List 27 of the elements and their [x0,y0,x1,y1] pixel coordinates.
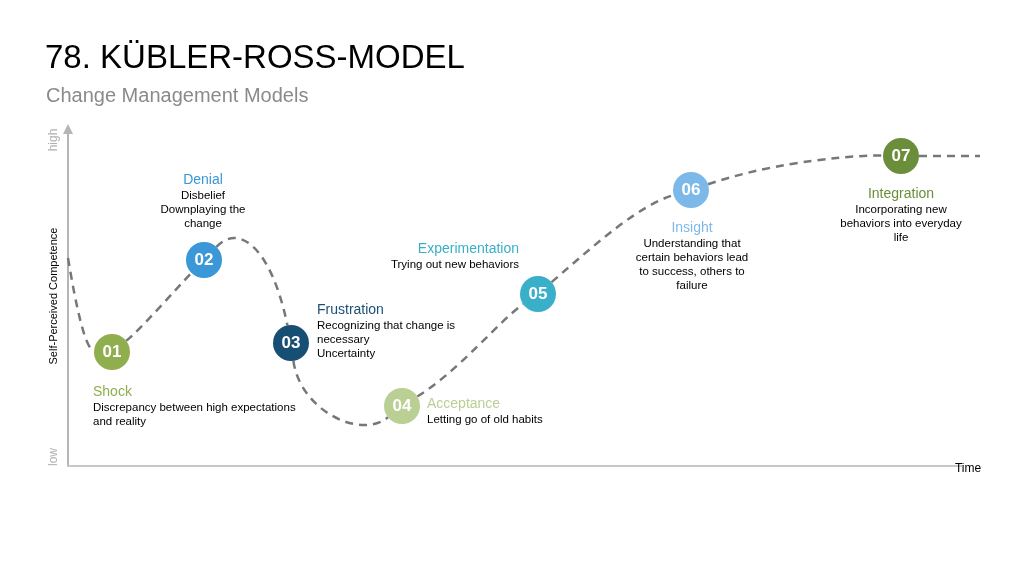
stage-title: Integration [866,185,936,202]
stage-description: Disbelief [179,188,227,202]
dashed-curve [215,236,289,326]
stage-title: Shock [93,383,133,400]
stage-description: Downplaying the change [159,202,247,230]
stage-title: Insight [670,219,714,236]
dashed-curve [125,272,193,342]
stage-description: Recognizing that change is necessary [317,318,457,346]
axis-label: low [45,447,61,468]
stage-title: Denial [182,171,224,188]
dashed-curve [292,360,389,427]
stage-description: Trying out new behaviors [389,257,519,271]
stage-title: Experimentation [416,240,519,257]
stage-description: Uncertainty [317,346,377,360]
axis-title: Time [953,461,983,475]
stage-description: Incorporating new behaviors into everyday life [839,202,963,244]
title: 78. KÜBLER-ROSS-MODEL [45,37,465,77]
axis-label: high [45,127,61,154]
dashed-curve [707,154,883,186]
subtitle: Change Management Models [46,83,309,108]
stage-description: Understanding that certain behaviors lead to success, others to failure [634,236,750,292]
dashed-curve [919,154,980,158]
stage-description: Discrepancy between high expectations and reality [93,400,297,428]
stage-title: Frustration [317,301,385,318]
stage-title: Acceptance [427,395,502,412]
stage-description: Letting go of old habits [427,412,544,426]
axis-title: Self-Perceived Competence [46,226,60,367]
